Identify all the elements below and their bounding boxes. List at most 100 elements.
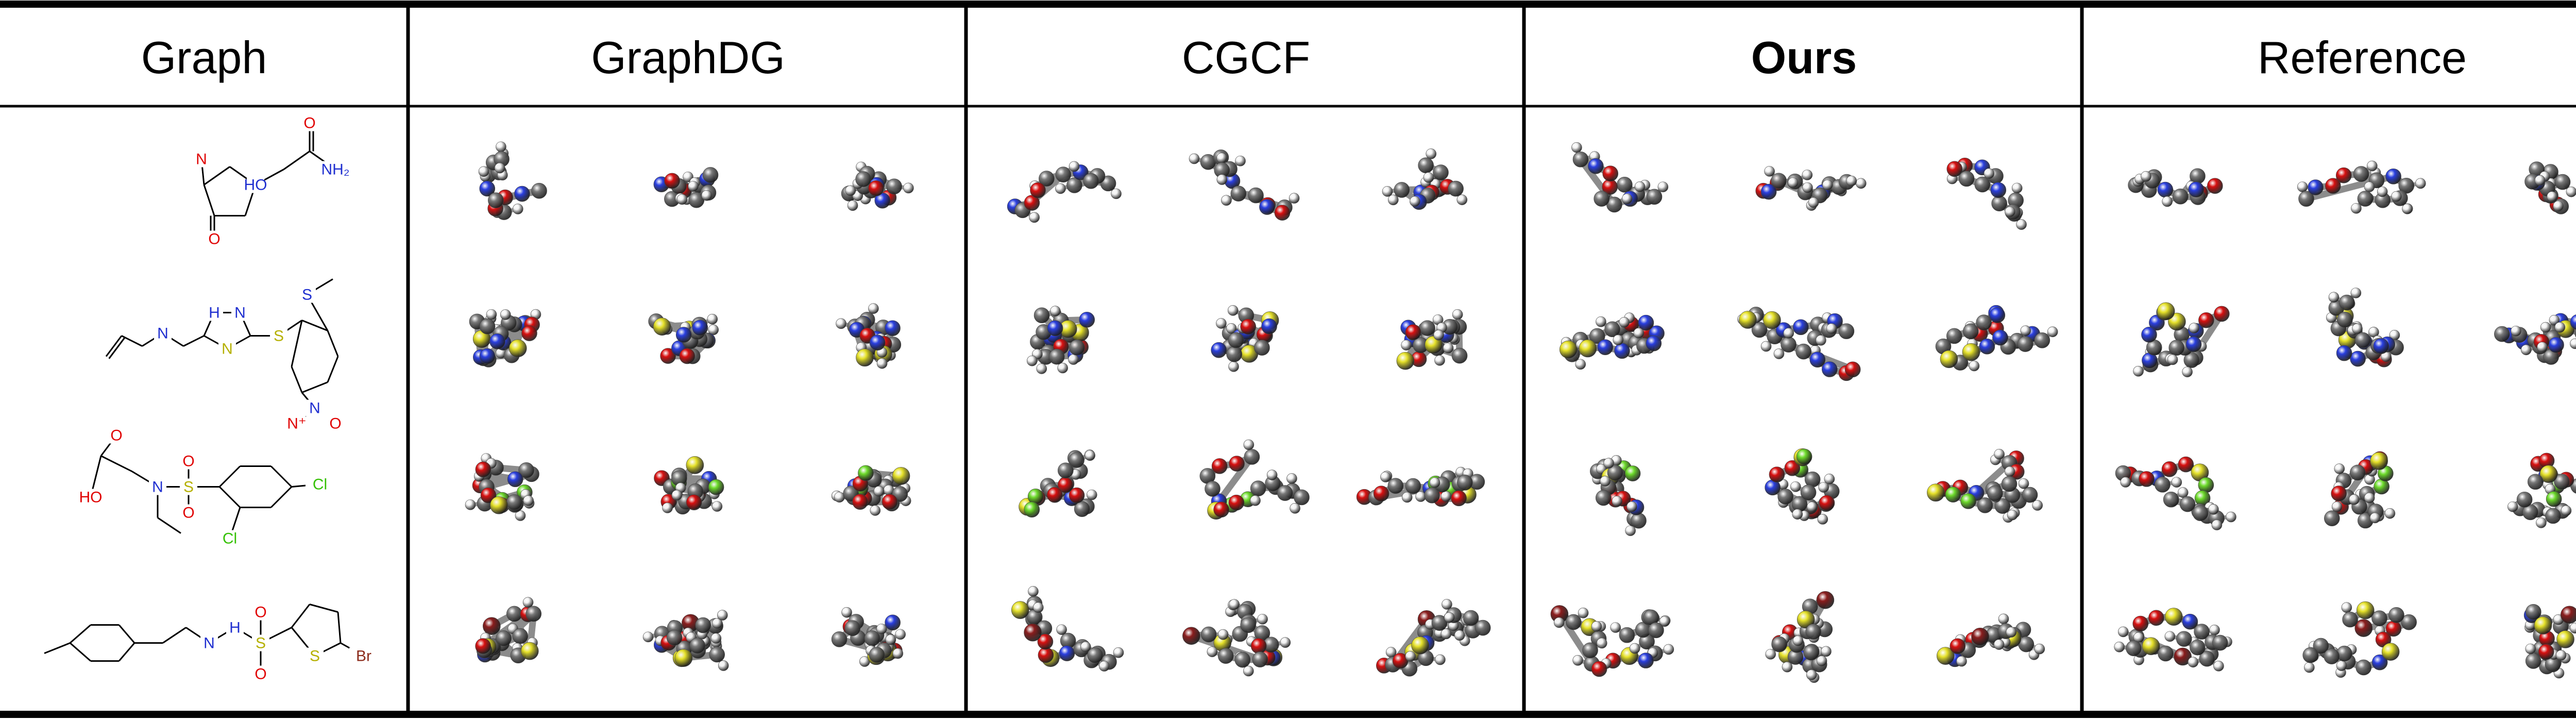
- atom-oxygen: [2161, 461, 2178, 477]
- atom-carbon: [1572, 151, 1589, 168]
- atom-sulfur: [686, 456, 704, 474]
- atom-hydrogen: [1760, 341, 1772, 352]
- atom-nitrogen: [489, 333, 505, 349]
- graph-bond: [162, 627, 187, 644]
- atom-oxygen: [882, 494, 898, 510]
- atom-hydrogen: [1216, 318, 1227, 329]
- atom-hydrogen: [711, 501, 723, 512]
- atom-hydrogen: [1575, 359, 1586, 370]
- atom-hydrogen: [1821, 646, 1832, 657]
- atom-hydrogen: [2349, 494, 2360, 505]
- atom-nitrogen: [2350, 350, 2366, 367]
- atom-hydrogen: [834, 492, 845, 503]
- atom-sulfur: [2356, 601, 2375, 620]
- atom-hydrogen: [1788, 177, 1799, 188]
- atom-hydrogen: [1802, 182, 1813, 193]
- atom-carbon: [689, 638, 705, 654]
- atom-hydrogen: [1613, 335, 1624, 345]
- atom-hydrogen: [1426, 148, 1437, 159]
- atom-carbon: [488, 192, 504, 208]
- atom-carbon: [1648, 622, 1664, 639]
- atom-hydrogen: [2570, 338, 2576, 349]
- atom-hydrogen: [1266, 470, 1278, 480]
- atom-hydrogen: [1790, 481, 1801, 492]
- atom-hydrogen: [2162, 196, 2173, 207]
- atom-oxygen: [1069, 487, 1085, 504]
- graph-bond: [204, 166, 230, 186]
- atom-carbon: [1991, 195, 2007, 211]
- atom-oxygen: [2178, 456, 2194, 473]
- atom-hydrogen: [2415, 178, 2426, 189]
- atom-carbon: [1248, 187, 1264, 204]
- graph-bond: [218, 465, 241, 488]
- graph-label-bg: [252, 665, 269, 682]
- atom-oxygen: [1784, 460, 1801, 476]
- graph-label-bg: [206, 304, 223, 321]
- molecule-conformer: [1765, 591, 1835, 683]
- atom-nitrogen: [1638, 653, 1654, 668]
- graph-label-bg: [298, 286, 316, 303]
- atom-carbon: [2158, 645, 2174, 662]
- atom-hydrogen: [465, 499, 476, 510]
- graph-label-bg: [300, 399, 329, 416]
- atom-hydrogen: [1657, 181, 1669, 192]
- molecule-conformer: [1765, 448, 1840, 525]
- molecule-conformer: [648, 313, 719, 364]
- atom-hydrogen: [1099, 661, 1110, 672]
- atom-hydrogen: [2209, 624, 2220, 636]
- graph-bond: [44, 642, 71, 654]
- atom-hydrogen: [2351, 203, 2362, 214]
- atom-hydrogen: [2566, 186, 2576, 197]
- molecule-conformer: [465, 453, 539, 521]
- graph-label-bg: [218, 340, 236, 357]
- atom-carbon: [1475, 620, 1491, 636]
- atom-hydrogen: [2553, 200, 2564, 212]
- atom-hydrogen: [1663, 644, 1674, 655]
- atom-hydrogen: [500, 309, 511, 320]
- conformer-ring-bond: [2302, 177, 2380, 203]
- atom-hydrogen: [1824, 474, 1835, 484]
- atom-hydrogen: [1435, 654, 1446, 665]
- atom-carbon: [1448, 180, 1464, 197]
- atom-chlorine: [858, 465, 874, 481]
- atom-hydrogen: [522, 597, 534, 608]
- atom-hydrogen: [2211, 520, 2223, 530]
- atom-hydrogen: [1806, 669, 1817, 680]
- graph-atom-label: N: [309, 400, 320, 417]
- atom-sulfur: [1940, 350, 1958, 369]
- atom-nitrogen: [1597, 339, 1614, 355]
- atom-carbon: [1771, 636, 1787, 653]
- atom-carbon: [2337, 311, 2353, 328]
- atom-carbon: [1457, 474, 1473, 491]
- atom-hydrogen: [1216, 153, 1227, 163]
- atom-carbon: [1418, 157, 1434, 174]
- atom-nitrogen: [514, 186, 530, 202]
- atom-hydrogen: [1405, 650, 1416, 662]
- atom-nitrogen: [2570, 314, 2576, 330]
- atom-hydrogen: [1111, 188, 1122, 199]
- atom-carbon: [1394, 182, 1410, 198]
- atom-hydrogen: [1289, 193, 1300, 204]
- atom-carbon: [2401, 614, 2417, 630]
- atom-carbon: [479, 318, 496, 335]
- atom-hydrogen: [2117, 626, 2129, 638]
- atom-oxygen: [2139, 471, 2155, 487]
- graph-label-bg: [215, 530, 244, 547]
- graph-bond: [105, 335, 123, 357]
- atom-oxygen: [1451, 490, 1467, 507]
- graph-label-bg: [180, 478, 197, 495]
- atom-nitrogen: [1047, 320, 1063, 337]
- graph-atom-label: O: [182, 453, 194, 470]
- atom-oxygen: [1211, 458, 1228, 474]
- atom-oxygen: [2325, 178, 2341, 194]
- molecule-conformer: [1755, 166, 1867, 211]
- atom-hydrogen: [2549, 314, 2560, 326]
- atom-carbon: [1230, 186, 1247, 202]
- atom-hydrogen: [1442, 599, 1452, 610]
- graph-bond: [70, 624, 91, 644]
- atom-carbon: [1582, 642, 1598, 659]
- atom-carbon: [844, 620, 861, 637]
- graph-atom-label: O: [303, 115, 315, 132]
- atom-nitrogen: [2336, 345, 2352, 361]
